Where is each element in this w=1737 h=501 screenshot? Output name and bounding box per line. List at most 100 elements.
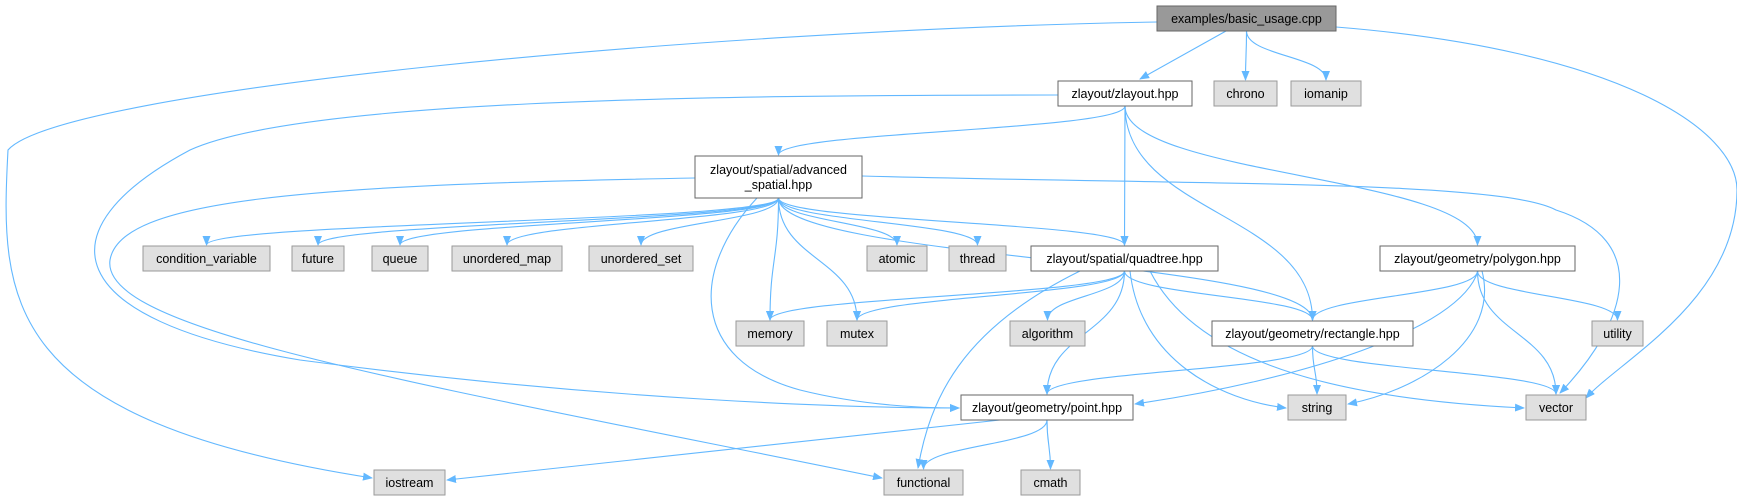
- node-label: iostream: [386, 476, 434, 490]
- node-box: [960, 394, 1134, 421]
- node-atomic[interactable]: atomic: [866, 245, 928, 272]
- edge-advanced_spatial-to-vector: [861, 175, 1621, 394]
- edge-advanced_spatial-to-condition_variable: [202, 197, 780, 246]
- edge-rectangle-to-string: [1311, 345, 1321, 395]
- nodes-layer: examples/basic_usage.cpp zlayout/zlayout.…: [142, 5, 1644, 496]
- edge-polygon-to-vector: [1476, 270, 1560, 395]
- node-label: future: [302, 252, 334, 266]
- edge-quadtree-to-rectangle: [1123, 270, 1317, 321]
- node-box: [1379, 245, 1576, 272]
- node-label: zlayout/spatial/advanced: [710, 163, 847, 177]
- node-label: zlayout/spatial/quadtree.hpp: [1046, 252, 1202, 266]
- edge-basic_usage-to-zlayout: [1139, 30, 1227, 80]
- node-iostream[interactable]: iostream: [373, 469, 446, 496]
- node-queue[interactable]: queue: [371, 245, 429, 272]
- edge-basic_usage-to-vector: [1335, 26, 1737, 399]
- node-box: [1591, 320, 1644, 347]
- edge-point-to-iostream: [446, 419, 1001, 484]
- edge-advanced_spatial-to-functional: [109, 177, 883, 481]
- edge-quadtree-to-functional: [915, 270, 1081, 469]
- node-vector[interactable]: vector: [1525, 394, 1587, 421]
- node-box: [1525, 394, 1587, 421]
- node-functional[interactable]: functional: [883, 469, 964, 496]
- edge-polygon-to-string: [1347, 270, 1485, 407]
- node-utility[interactable]: utility: [1591, 320, 1644, 347]
- node-box: [1213, 80, 1278, 107]
- node-zlayout[interactable]: zlayout/zlayout.hpp: [1057, 80, 1193, 107]
- edge-point-to-cmath: [1046, 419, 1055, 470]
- node-label: atomic: [879, 252, 916, 266]
- edge-quadtree-to-memory: [766, 270, 1126, 321]
- edge-polygon-to-rectangle: [1308, 270, 1479, 321]
- node-string[interactable]: string: [1287, 394, 1347, 421]
- edge-advanced_spatial-to-thread: [777, 197, 982, 246]
- node-mutex[interactable]: mutex: [826, 320, 888, 347]
- node-label: thread: [960, 252, 995, 266]
- node-box: [1057, 80, 1193, 107]
- node-basic-usage[interactable]: examples/basic_usage.cpp: [1156, 5, 1337, 32]
- node-chrono[interactable]: chrono: [1213, 80, 1278, 107]
- node-label: iomanip: [1304, 87, 1348, 101]
- node-label: cmath: [1033, 476, 1067, 490]
- edge-rectangle-to-vector: [1311, 345, 1560, 395]
- edge-advanced_spatial-to-point: [710, 197, 960, 412]
- node-future[interactable]: future: [291, 245, 345, 272]
- node-iomanip[interactable]: iomanip: [1290, 80, 1362, 107]
- node-label: zlayout/geometry/polygon.hpp: [1394, 252, 1561, 266]
- edge-point-to-functional: [919, 419, 1048, 470]
- edge-advanced_spatial-to-future: [314, 197, 780, 246]
- node-polygon[interactable]: zlayout/geometry/polygon.hpp: [1379, 245, 1576, 272]
- node-box: [1030, 245, 1219, 272]
- node-label: zlayout/geometry/point.hpp: [972, 401, 1122, 415]
- node-box: [883, 469, 964, 496]
- edge-zlayout-to-point: [94, 94, 1059, 412]
- node-box: [142, 245, 271, 272]
- edge-zlayout-to-advanced_spatial: [774, 105, 1126, 156]
- edge-quadtree-to-point: [1043, 270, 1126, 395]
- node-quadtree[interactable]: zlayout/spatial/quadtree.hpp: [1030, 245, 1219, 272]
- node-rectangle[interactable]: zlayout/geometry/rectangle.hpp: [1211, 320, 1414, 347]
- edge-advanced_spatial-to-memory: [766, 197, 780, 321]
- node-label: queue: [383, 252, 418, 266]
- edge-basic_usage-to-chrono: [1241, 30, 1250, 81]
- node-label: condition_variable: [156, 252, 257, 266]
- node-cmath[interactable]: cmath: [1020, 469, 1081, 496]
- edge-advanced_spatial-to-mutex: [777, 197, 861, 321]
- node-box: [1020, 469, 1081, 496]
- node-box: [371, 245, 429, 272]
- node-advanced-spatial[interactable]: zlayout/spatial/advanced_spatial.hpp: [694, 155, 863, 199]
- node-thread[interactable]: thread: [948, 245, 1007, 272]
- node-box: [1287, 394, 1347, 421]
- node-box: [588, 245, 694, 272]
- node-label: examples/basic_usage.cpp: [1171, 12, 1322, 26]
- node-label: memory: [747, 327, 793, 341]
- edge-advanced_spatial-to-unordered_map: [503, 197, 780, 246]
- node-memory[interactable]: memory: [735, 320, 805, 347]
- node-label: string: [1302, 401, 1333, 415]
- edge-zlayout-to-polygon: [1124, 105, 1482, 246]
- node-unordered-map[interactable]: unordered_map: [451, 245, 563, 272]
- edge-quadtree-to-vector: [1149, 270, 1525, 412]
- node-box: [1211, 320, 1414, 347]
- node-box: [1009, 320, 1086, 347]
- node-label: utility: [1603, 327, 1632, 341]
- edge-advanced_spatial-to-queue: [396, 197, 780, 246]
- node-box: [826, 320, 888, 347]
- edge-quadtree-to-mutex: [853, 270, 1126, 321]
- node-box: [1290, 80, 1362, 107]
- node-point[interactable]: zlayout/geometry/point.hpp: [960, 394, 1134, 421]
- node-label: zlayout/zlayout.hpp: [1071, 87, 1178, 101]
- node-box: [866, 245, 928, 272]
- edge-zlayout-to-rectangle: [1124, 105, 1317, 321]
- node-unordered-set[interactable]: unordered_set: [588, 245, 694, 272]
- edge-rectangle-to-point: [1043, 345, 1314, 395]
- edge-advanced_spatial-to-unordered_set: [637, 197, 780, 246]
- node-condition-variable[interactable]: condition_variable: [142, 245, 271, 272]
- node-algorithm[interactable]: algorithm: [1009, 320, 1086, 347]
- edge-advanced_spatial-to-atomic: [777, 197, 901, 246]
- edge-zlayout-to-quadtree: [1120, 105, 1129, 246]
- node-box: [373, 469, 446, 496]
- node-label: _spatial.hpp: [744, 178, 812, 192]
- node-box: [291, 245, 345, 272]
